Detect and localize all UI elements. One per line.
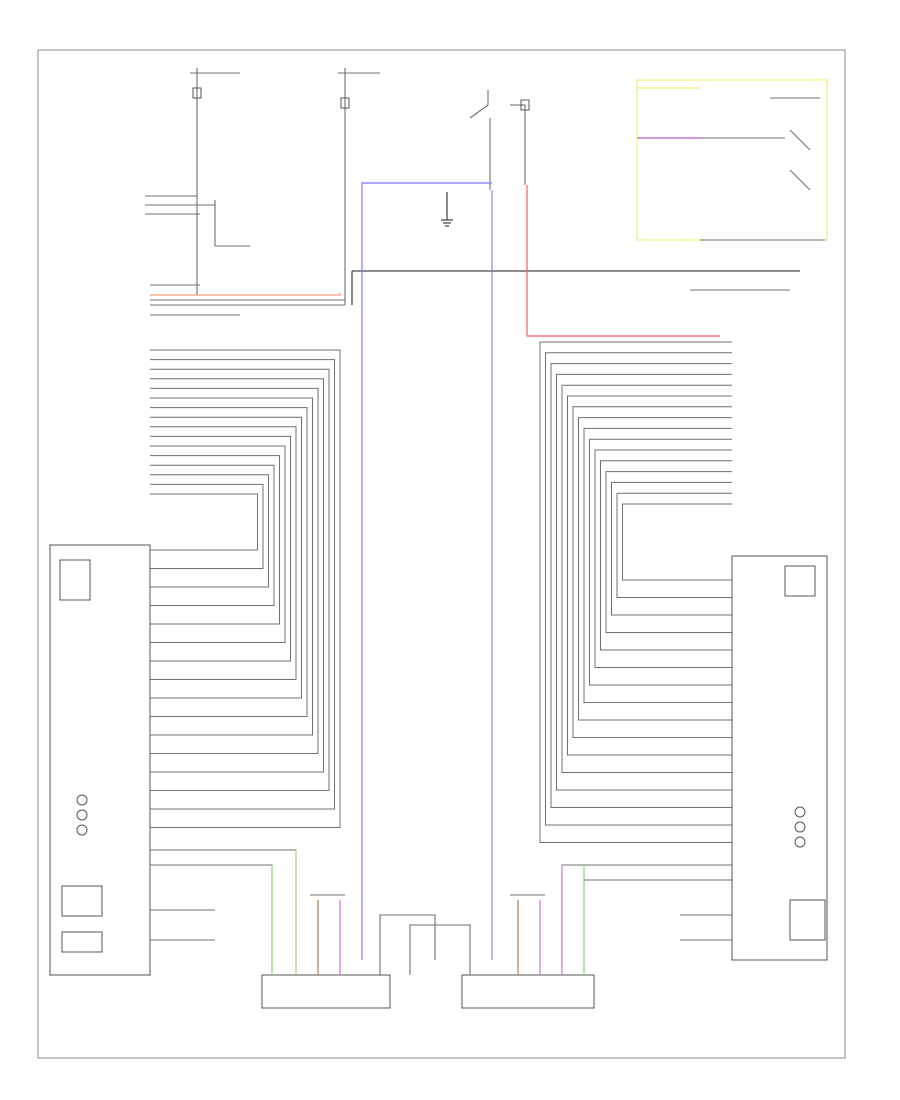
wire-orange	[150, 293, 341, 296]
harness-wire	[550, 363, 732, 808]
harness-wire	[594, 449, 732, 668]
relay-top	[469, 90, 530, 190]
diagram-frame	[37, 49, 846, 1059]
passenger-seat-module	[731, 555, 828, 961]
wire-red	[526, 185, 720, 337]
harness-wire	[611, 481, 732, 616]
right-harness	[539, 341, 732, 941]
harness-wire	[150, 435, 291, 662]
harness-wire	[556, 373, 732, 791]
driver-module-pinout	[150, 284, 345, 316]
harness-wire	[561, 864, 732, 870]
harness-wire	[150, 474, 269, 588]
harness-wire	[150, 416, 302, 699]
harness-wire	[150, 349, 341, 828]
harness-wire	[150, 445, 286, 643]
harness-wire	[150, 368, 330, 791]
harness-wire	[567, 395, 732, 756]
harness-wire	[622, 503, 732, 581]
power-feed-center	[338, 68, 380, 305]
harness-wire	[600, 460, 732, 651]
harness-wire	[605, 471, 732, 633]
right-seat-connector	[461, 894, 595, 1009]
harness-wire	[150, 397, 313, 736]
harness-wire	[150, 864, 273, 870]
harness-wire	[150, 849, 297, 870]
harness-wire	[589, 438, 732, 686]
left-seat-connector	[261, 894, 391, 1009]
harness-wire	[561, 384, 732, 773]
power-feed-left	[145, 68, 250, 295]
seat-switch-box	[636, 79, 828, 241]
driver-seat-module	[49, 544, 151, 976]
harness-wire	[583, 427, 732, 703]
harness-wire	[150, 378, 324, 773]
left-harness	[150, 349, 341, 941]
harness-wire	[150, 464, 275, 606]
wire-blue	[361, 182, 492, 960]
harness-wire	[150, 455, 280, 625]
harness-wire	[150, 407, 308, 717]
harness-wire	[616, 492, 732, 598]
harness-wire	[150, 483, 264, 569]
harness-wire	[578, 417, 732, 721]
switch-bus	[351, 270, 800, 305]
harness-wire	[539, 341, 732, 843]
harness-wire	[150, 493, 258, 551]
center-jumper	[379, 914, 471, 975]
harness-wire	[583, 870, 732, 881]
harness-wire	[150, 426, 297, 680]
harness-wire	[545, 352, 732, 826]
ground-symbol	[441, 192, 453, 227]
harness-wire	[150, 359, 335, 810]
bottom-colored-wires	[271, 850, 585, 975]
harness-wire	[150, 387, 319, 754]
harness-wire	[572, 406, 732, 738]
